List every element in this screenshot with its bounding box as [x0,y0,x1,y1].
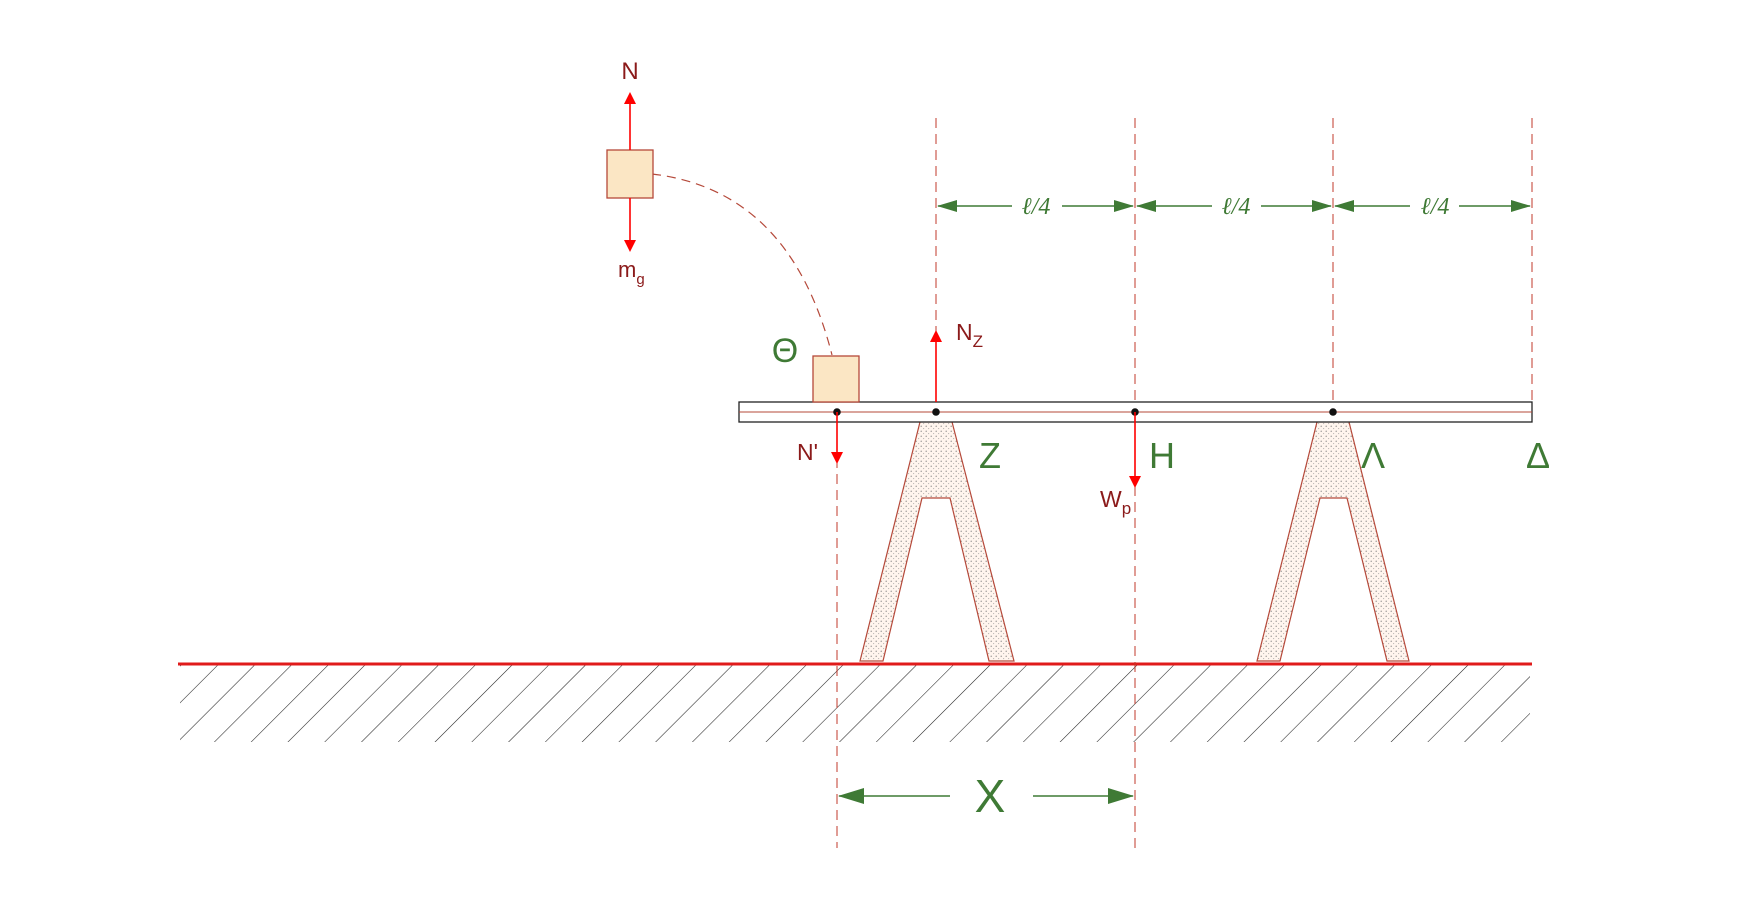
trestle-icon [859,417,1015,662]
force-mg-sub: g [636,271,644,288]
force-wp-label: Wp [1100,486,1131,518]
point-delta-label: Δ [1526,435,1550,476]
point-lambda-label: Λ [1361,435,1385,476]
trajectory-arc [651,173,833,356]
force-nz-label: NZ [956,319,983,351]
dimension-quarter-1: ℓ/4 [1022,194,1051,220]
dimension-quarter-2: ℓ/4 [1222,194,1251,220]
trestle-z [859,417,1015,662]
ground [178,662,1532,742]
point-z-dot [932,408,940,416]
point-z-label: Z [979,435,1001,476]
trestle-lambda [1256,417,1410,662]
point-theta-label: Θ [772,332,798,370]
dimension-quarter-3: ℓ/4 [1421,194,1450,220]
point-lambda-dot [1329,408,1337,416]
dimension-x-label: X [975,770,1006,822]
ground-hatch-icon [180,664,1530,742]
force-wp-main: W [1100,486,1122,512]
force-nz-sub: Z [973,332,983,351]
force-arrows [624,92,1141,488]
force-n-label: N [621,58,638,85]
trestle-icon [1256,417,1410,662]
force-mg-main: m [618,257,636,282]
point-h-label: H [1149,435,1175,476]
force-nz-main: N [956,319,973,345]
force-n-prime-label: N' [797,439,818,465]
force-mg-label: mg [618,257,645,288]
force-wp-sub: p [1122,499,1131,518]
block-icon [812,355,860,403]
block-icon [606,149,654,199]
